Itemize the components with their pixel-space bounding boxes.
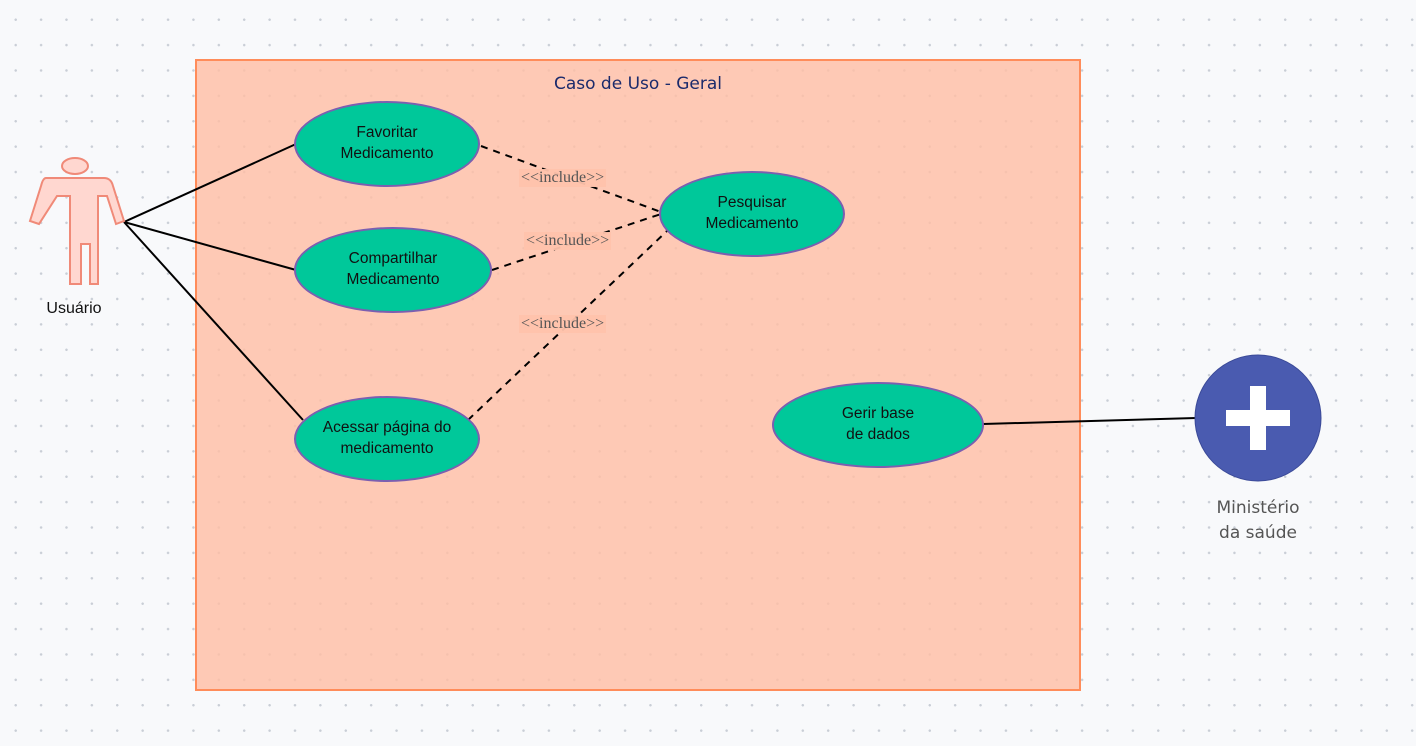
association-ministerio-gerir[interactable]	[982, 417, 1197, 425]
ministerio-actor-label: Ministério da saúde	[1216, 498, 1300, 543]
usuario-actor-icon[interactable]	[28, 157, 126, 285]
include-compartilhar-pesquisar[interactable]	[491, 213, 662, 271]
include-label-acessar: <<include>>	[519, 315, 607, 333]
association-usuario-favoritar[interactable]	[123, 143, 297, 223]
include-acessar-pesquisar[interactable]	[467, 229, 669, 421]
use-case-compartilhar[interactable]: Compartilhar Medicamento	[294, 227, 492, 313]
use-case-favoritar[interactable]: Favoritar Medicamento	[294, 101, 480, 187]
association-usuario-compartilhar[interactable]	[123, 221, 297, 271]
diagram-title: Caso de Uso - Geral	[553, 74, 722, 94]
ministerio-actor-icon[interactable]	[1194, 354, 1322, 482]
include-label-favoritar: <<include>>	[519, 169, 607, 187]
use-case-acessar[interactable]: Acessar página do medicamento	[294, 396, 480, 482]
association-usuario-acessar[interactable]	[123, 221, 304, 421]
include-label-compartilhar: <<include>>	[524, 232, 612, 250]
usuario-actor-label: Usuário	[46, 300, 102, 317]
use-case-pesquisar[interactable]: Pesquisar Medicamento	[659, 171, 845, 257]
use-case-gerir[interactable]: Gerir base de dados	[772, 382, 984, 468]
